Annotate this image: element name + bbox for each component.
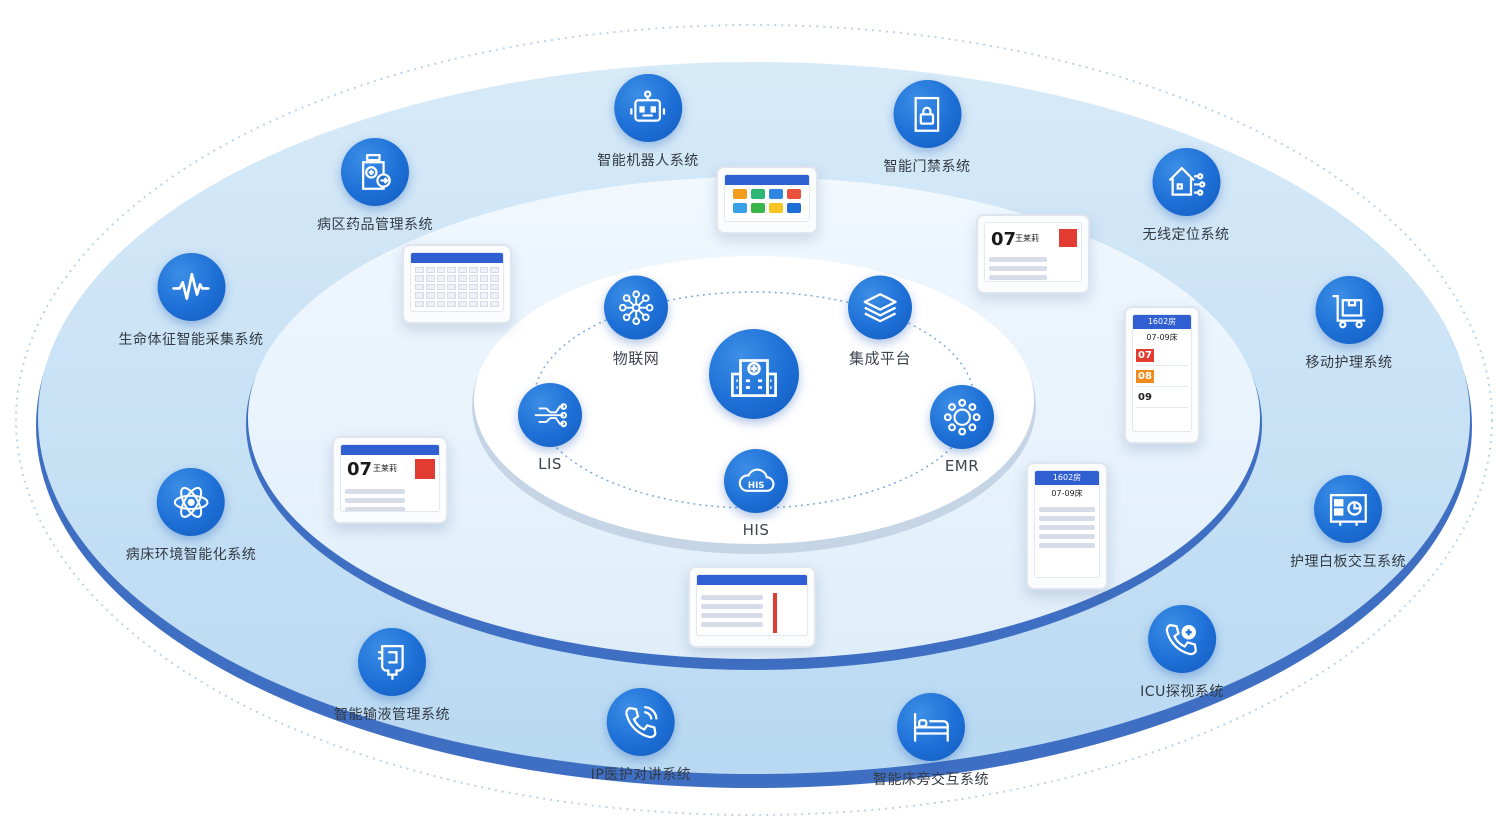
whiteboard-chart-icon (1314, 475, 1382, 543)
node-integration: 集成平台 (848, 275, 912, 369)
node-vitals: 生命体征智能采集系统 (119, 253, 264, 349)
label-iot: 物联网 (612, 349, 660, 368)
ring-dots-icon (930, 385, 994, 449)
bedside-terminal-device: 07 王莱莉 (976, 214, 1090, 294)
smart-home-network-icon (1152, 148, 1220, 216)
door-lock-icon (893, 80, 961, 148)
label-pharmacy: 病区药品管理系统 (317, 217, 433, 233)
grid-terminal-device (402, 244, 512, 324)
robot-icon (614, 74, 682, 142)
door-bed-row: 08 (1136, 366, 1188, 387)
whiteboard-device (688, 566, 816, 648)
label-bedside: 智能床旁交互系统 (873, 772, 989, 788)
label-mobile-nursing: 移动护理系统 (1305, 355, 1393, 371)
label-infusion: 智能输液管理系统 (334, 707, 450, 723)
label-vitals: 生命体征智能采集系统 (118, 332, 264, 348)
his-icon-text: HIS (748, 481, 765, 491)
node-pharmacy: 病区药品管理系统 (317, 138, 433, 234)
node-iot: 物联网 (604, 275, 668, 369)
his-cloud-icon: HIS (724, 449, 788, 513)
label-access: 智能门禁系统 (883, 159, 971, 175)
patient-name-text: 王莱莉 (1015, 234, 1039, 243)
door-bed-number: 09 (1136, 390, 1154, 404)
door-display-device: 1602房 07-09床 07 08 09 (1124, 306, 1200, 444)
label-whiteboard: 护理白板交互系统 (1290, 554, 1406, 570)
node-robot: 智能机器人系统 (597, 74, 699, 170)
room-number-text-2: 1602房 (1052, 473, 1082, 482)
door-bed-number: 07 (1136, 348, 1154, 362)
call-bed-number-text: 07 (347, 459, 373, 480)
bed-range-text-2: 07-09床 (1051, 489, 1083, 498)
label-bed-env: 病床环境智能化系统 (125, 547, 257, 563)
phone-medical-icon (1148, 605, 1216, 673)
bed-number-text: 07 (991, 229, 1017, 250)
node-lis: LIS (518, 383, 582, 473)
door-bed-row: 09 (1136, 387, 1188, 408)
call-patient-name-text: 王莱莉 (373, 464, 397, 473)
hospital-building-icon (709, 329, 799, 419)
node-bedside: 智能床旁交互系统 (873, 693, 989, 789)
node-whiteboard: 护理白板交互系统 (1290, 475, 1406, 571)
layers-stack-icon (848, 275, 912, 340)
phone-call-icon (606, 688, 675, 756)
circuit-branches-icon (518, 383, 582, 447)
call-terminal-device: 07 王莱莉 (332, 436, 448, 524)
node-infusion: 智能输液管理系统 (334, 628, 450, 724)
nurse-station-device: 1602房 07-09床 (1026, 462, 1108, 590)
label-intercom: IP医护对讲系统 (590, 767, 692, 783)
label-lis: LIS (538, 455, 562, 473)
label-icu: ICU探视系统 (1140, 684, 1224, 700)
dotted-outer-guide (15, 24, 1493, 816)
node-center-hospital (709, 329, 799, 419)
iv-bag-icon (358, 628, 426, 696)
node-intercom: IP医护对讲系统 (591, 688, 692, 784)
door-bed-row: 07 (1136, 345, 1188, 366)
label-his: HIS (742, 521, 770, 539)
room-number-text: 1602房 (1147, 317, 1177, 326)
node-emr: EMR (930, 385, 994, 475)
cart-box-icon (1315, 276, 1383, 344)
wall-tablet-device (716, 166, 818, 234)
heartbeat-wave-icon (157, 253, 225, 321)
medicine-bottle-icon (341, 138, 409, 206)
label-integration: 集成平台 (848, 349, 911, 368)
label-location: 无线定位系统 (1142, 227, 1230, 243)
node-location: 无线定位系统 (1143, 148, 1230, 244)
node-bed-env: 病床环境智能化系统 (126, 468, 257, 564)
node-his: HIS HIS (724, 449, 788, 539)
bed-icon (897, 693, 965, 761)
label-emr: EMR (944, 457, 980, 475)
atom-icon (157, 468, 225, 536)
node-mobile-nursing: 移动护理系统 (1306, 276, 1393, 372)
door-bed-number: 08 (1136, 369, 1154, 383)
node-icu: ICU探视系统 (1140, 605, 1224, 701)
network-nodes-icon (604, 275, 668, 340)
node-access: 智能门禁系统 (884, 80, 971, 176)
bed-range-text: 07-09床 (1146, 333, 1178, 342)
label-robot: 智能机器人系统 (597, 153, 699, 169)
